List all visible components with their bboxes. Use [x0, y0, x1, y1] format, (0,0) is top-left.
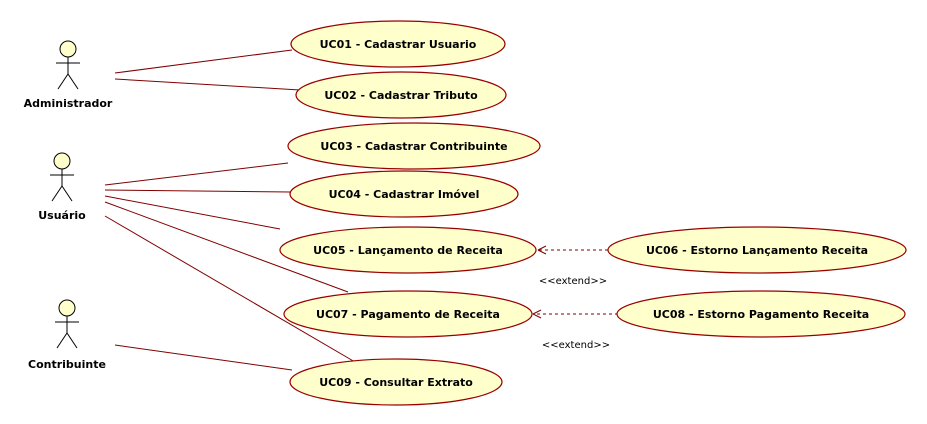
use-case-uc04[interactable]: UC04 - Cadastrar Imóvel [289, 170, 519, 218]
assoc-contribuinte-uc09 [114, 344, 293, 371]
use-case-uc01[interactable]: UC01 - Cadastrar Usuario [290, 20, 506, 68]
use-case-label: UC04 - Cadastrar Imóvel [329, 188, 480, 201]
actor-administrador[interactable]: Administrador [24, 40, 113, 110]
use-case-uc03[interactable]: UC03 - Cadastrar Contribuinte [287, 122, 541, 170]
use-case-label: UC09 - Consultar Extrato [319, 376, 473, 389]
actor-usuario[interactable]: Usuário [38, 152, 86, 222]
use-case-label: UC03 - Cadastrar Contribuinte [320, 140, 507, 153]
use-case-uc09[interactable]: UC09 - Consultar Extrato [289, 358, 503, 406]
use-case-label: UC06 - Estorno Lançamento Receita [646, 244, 868, 257]
actor-label: Contribuinte [28, 358, 106, 371]
actor-label: Administrador [24, 97, 113, 110]
use-case-uc08[interactable]: UC08 - Estorno Pagamento Receita [616, 290, 906, 338]
stick-figure-icon [50, 152, 74, 202]
use-case-uc05[interactable]: UC05 - Lançamento de Receita [279, 226, 537, 274]
actor-label: Usuário [38, 209, 86, 222]
use-case-label: UC08 - Estorno Pagamento Receita [653, 308, 869, 321]
use-case-uc02[interactable]: UC02 - Cadastrar Tributo [295, 71, 507, 119]
use-case-label: UC05 - Lançamento de Receita [313, 244, 503, 257]
use-case-label: UC01 - Cadastrar Usuario [320, 38, 477, 51]
assoc-usuario-uc09 [104, 215, 356, 363]
assoc-admin-uc01 [114, 49, 293, 74]
use-case-label: UC07 - Pagamento de Receita [316, 308, 500, 321]
use-case-uc07[interactable]: UC07 - Pagamento de Receita [283, 290, 533, 338]
actor-contribuinte[interactable]: Contribuinte [28, 299, 106, 371]
assoc-admin-uc02 [114, 78, 301, 91]
assoc-usuario-uc04 [104, 189, 291, 193]
extend-label: <<extend>> [539, 276, 607, 287]
use-case-uc06[interactable]: UC06 - Estorno Lançamento Receita [607, 226, 907, 274]
assoc-usuario-uc05 [104, 195, 281, 230]
assoc-usuario-uc07 [104, 201, 349, 293]
extend-label: <<extend>> [542, 340, 610, 351]
assoc-usuario-uc03 [104, 162, 289, 186]
stick-figure-icon [56, 40, 80, 90]
use-case-label: UC02 - Cadastrar Tributo [324, 89, 478, 102]
stick-figure-icon [55, 299, 79, 349]
